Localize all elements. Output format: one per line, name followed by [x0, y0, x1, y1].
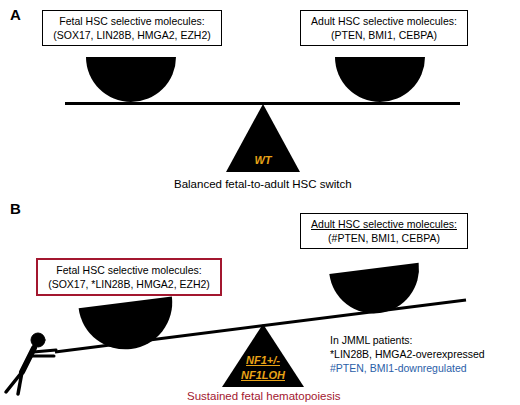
- note-text: In JMML patients:: [330, 334, 412, 346]
- node-text: (PTEN, BMI1, CEBPA): [305, 28, 463, 42]
- triangle-text-area: NF1+/-NF1LOH: [222, 353, 304, 383]
- node-text: NF1LOH: [222, 368, 304, 383]
- box-heading: Fetal HSC selective molecules:: [47, 14, 217, 28]
- fulcrum-triangle: NF1+/-NF1LOH: [222, 324, 304, 387]
- figure-arm: [30, 355, 54, 358]
- figure-arm: [33, 350, 56, 352]
- node-text: (SOX17, LIN28B, HMGA2, EZH2): [47, 28, 217, 42]
- node-text: WT: [226, 153, 300, 168]
- box-heading: Adult HSC selective molecules:: [305, 14, 463, 28]
- scale-beam: [65, 102, 460, 105]
- scale-pan: [86, 57, 176, 102]
- scale-pan: [335, 57, 425, 102]
- molecule-box: Adult HSC selective molecules:(#PTEN, BM…: [300, 213, 468, 249]
- note-text: *LIN28B, HMGA2-overexpressed: [330, 348, 485, 360]
- triangle-shape: [222, 324, 304, 387]
- node-text: (SOX17, *LIN28B, HMGA2, EZH2): [42, 277, 216, 291]
- node-text: (#PTEN, BMI1, CEBPA): [305, 231, 463, 245]
- figure-head: [31, 333, 45, 347]
- panel-caption: Balanced fetal-to-adult HSC switch: [174, 178, 352, 190]
- panel-letter: B: [10, 200, 21, 217]
- figure-leg: [6, 372, 22, 392]
- molecule-box: Fetal HSC selective molecules:(SOX17, *L…: [36, 258, 222, 296]
- note-text: #PTEN, BMI1-downregulated: [330, 362, 467, 374]
- stick-figure: [6, 333, 56, 394]
- molecule-box: Fetal HSC selective molecules:(SOX17, LI…: [42, 10, 222, 46]
- node-text: NF1+/-: [222, 353, 304, 368]
- triangle-text-area: WT: [226, 153, 300, 168]
- triangle-shape: [226, 104, 300, 172]
- box-heading: Fetal HSC selective molecules:: [42, 263, 216, 277]
- panel-caption: Sustained fetal hematopoiesis: [187, 390, 340, 402]
- panel-letter: A: [10, 6, 21, 23]
- box-heading: Adult HSC selective molecules:: [305, 217, 463, 231]
- molecule-box: Adult HSC selective molecules:(PTEN, BMI…: [300, 10, 468, 46]
- fulcrum-triangle: WT: [226, 104, 300, 172]
